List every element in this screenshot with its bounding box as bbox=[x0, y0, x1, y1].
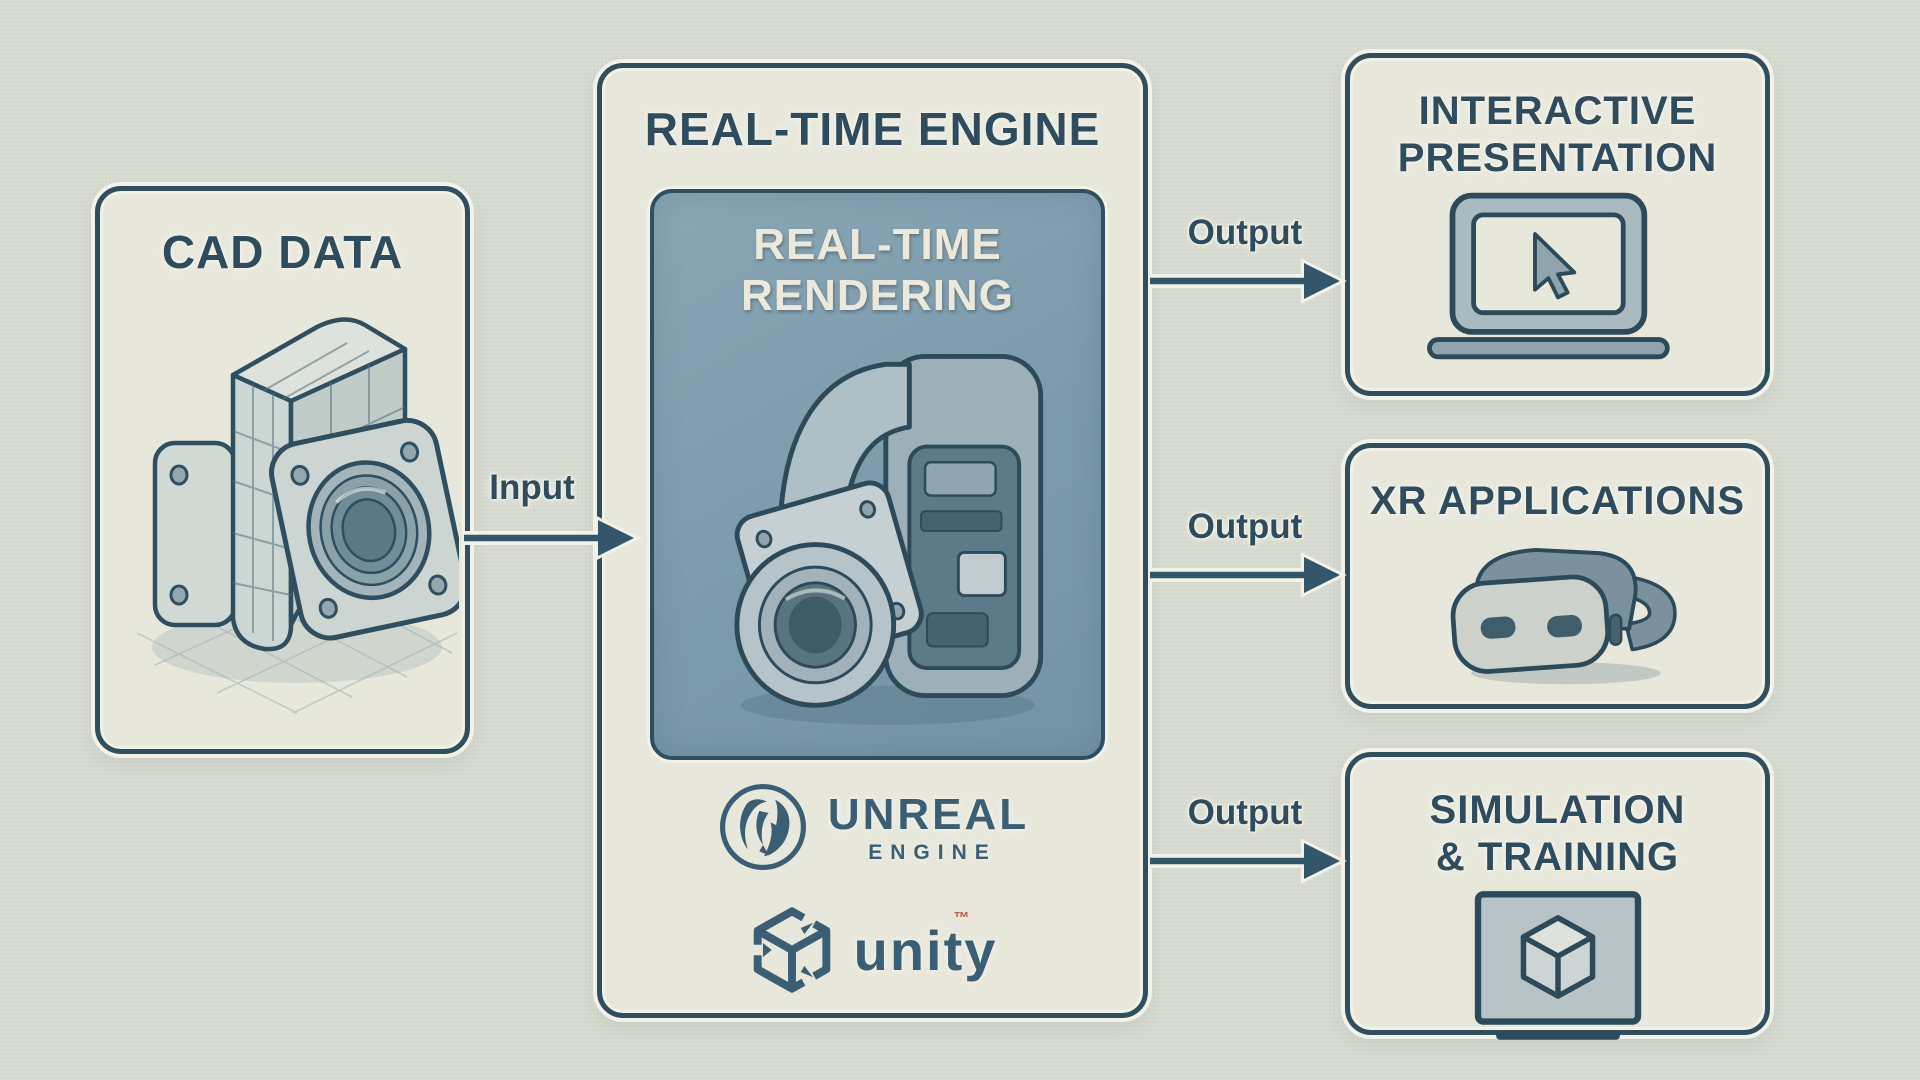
title-line: & TRAINING bbox=[1435, 835, 1680, 880]
output-label-2: Output bbox=[1187, 507, 1303, 546]
unreal-subname: ENGINE bbox=[868, 840, 997, 864]
interactive-presentation-box: INTERACTIVE PRESENTATION bbox=[1345, 53, 1770, 396]
xr-applications-box: XR APPLICATIONS bbox=[1345, 443, 1770, 709]
unreal-circle-icon bbox=[719, 783, 806, 871]
unreal-wordmark: UNREAL ENGINE bbox=[828, 790, 1029, 865]
title-line: SIMULATION bbox=[1429, 788, 1686, 832]
output-arrow-3 bbox=[1150, 838, 1347, 884]
engine-box-title: REAL-TIME ENGINE bbox=[644, 103, 1101, 155]
unity-logo: unity ™ bbox=[602, 906, 1143, 994]
title-line: INTERACTIVE bbox=[1418, 89, 1697, 133]
xr-applications-title: XR APPLICATIONS bbox=[1350, 448, 1765, 525]
cad-part-icon bbox=[136, 317, 459, 714]
simulation-training-title: SIMULATION & TRAINING bbox=[1350, 757, 1765, 881]
rendering-title-line2: RENDERING bbox=[740, 271, 1015, 321]
cad-data-box: CAD DATA bbox=[95, 186, 470, 754]
unity-cube-icon bbox=[751, 907, 830, 993]
interactive-presentation-title: INTERACTIVE PRESENTATION bbox=[1350, 58, 1765, 182]
real-time-engine-box: REAL-TIME ENGINE REAL-TIME RENDERING bbox=[597, 63, 1148, 1018]
real-time-rendering-panel: REAL-TIME RENDERING bbox=[650, 189, 1105, 760]
output-arrow-2 bbox=[1150, 552, 1347, 598]
output-arrow-1 bbox=[1150, 258, 1347, 304]
output-label-1: Output bbox=[1187, 213, 1303, 252]
monitor-cube-icon bbox=[1474, 891, 1641, 1041]
cad-data-title: CAD DATA bbox=[161, 226, 404, 278]
simulation-training-box: SIMULATION & TRAINING bbox=[1345, 752, 1770, 1041]
title-line: PRESENTATION bbox=[1397, 136, 1718, 181]
rendering-panel-title: REAL-TIME RENDERING bbox=[654, 193, 1101, 321]
output-label-3: Output bbox=[1187, 793, 1303, 832]
title-line: XR APPLICATIONS bbox=[1369, 479, 1746, 523]
industrial-camera-icon bbox=[733, 354, 1043, 725]
unity-trademark: ™ bbox=[953, 909, 970, 927]
unreal-name: UNREAL bbox=[827, 789, 1030, 839]
unity-name: unity bbox=[853, 918, 998, 982]
rendering-title-line1: REAL-TIME bbox=[753, 220, 1002, 269]
vr-headset-icon bbox=[1450, 548, 1677, 685]
unreal-engine-logo: UNREAL ENGINE bbox=[602, 780, 1143, 874]
laptop-cursor-icon bbox=[1426, 193, 1670, 360]
unity-wordmark: unity ™ bbox=[853, 910, 998, 983]
input-label: Input bbox=[489, 468, 575, 507]
